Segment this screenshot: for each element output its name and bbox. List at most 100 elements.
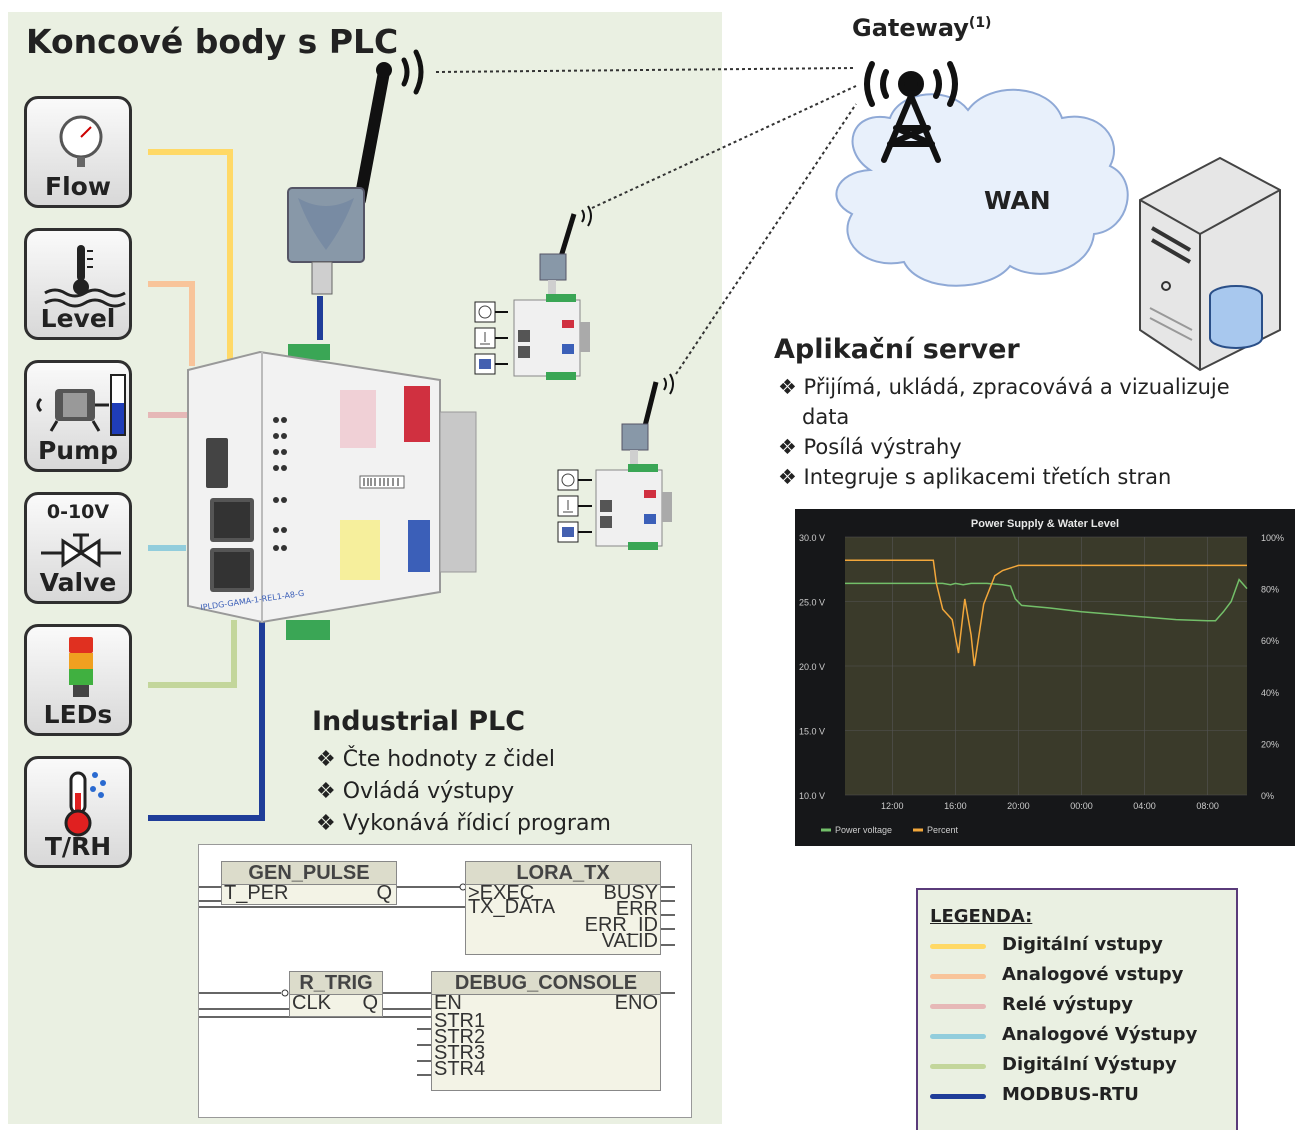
sensor-label-flow: Flow <box>45 172 111 201</box>
pump-icon <box>36 374 126 436</box>
server-bullet-1-cont: data <box>802 405 850 429</box>
chart-y-tick-right: 20% <box>1261 739 1279 749</box>
fb-debug-console-in2: STR1 <box>434 1010 486 1032</box>
fbd-wires <box>199 883 675 1076</box>
gateway-label: Gateway(1) <box>852 14 991 42</box>
level-thermometer-icon <box>44 245 126 308</box>
chart-x-tick: 04:00 <box>1133 801 1156 811</box>
chart-legend-label: Percent <box>927 825 959 835</box>
fb-debug-console: DEBUG_CONSOLE EN STR1 STR2 STR3 STR4 ENO <box>431 971 661 1091</box>
server-bullet-2: ❖ Posílá výstrahy <box>778 435 962 459</box>
page-title: Koncové body s PLC <box>26 22 399 61</box>
legend-title: LEGENDA: <box>930 906 1033 927</box>
fb-lora-tx: LORA_TX >EXEC TX_DATA BUSY ERR ERR_ID VA… <box>465 861 661 955</box>
chart-series-line <box>845 578 1248 622</box>
fbd-program: GEN_PULSE T_PER Q LORA_TX >EXEC TX_DATA … <box>198 844 692 1118</box>
chart-title: Power Supply & Water Level <box>971 518 1119 530</box>
gateway-footnote: (1) <box>968 15 992 31</box>
legend-item: Digitální Výstupy <box>930 1052 1230 1082</box>
server-bullets: ❖ Přijímá, ukládá, zpracovává a vizualiz… <box>778 372 1298 492</box>
fb-lora-tx-out1: BUSY <box>603 882 658 904</box>
fb-lora-tx-out3: ERR_ID <box>584 914 658 936</box>
sensor-valve-signal: 0-10V <box>46 501 110 523</box>
industrial-plc-device <box>187 344 477 640</box>
main-antenna-icon <box>287 49 424 295</box>
legend-label: Analogové vstupy <box>1002 964 1184 985</box>
plc-bullet-2: ❖ Ovládá výstupy <box>316 779 515 804</box>
sensor-leds: LEDs <box>24 624 132 736</box>
legend: LEGENDA: Digitální vstupy Analogové vstu… <box>916 888 1238 1130</box>
legend-label: MODBUS-RTU <box>1002 1084 1139 1105</box>
fb-gen-pulse: GEN_PULSE T_PER Q <box>221 861 397 905</box>
fb-r-trig-out: Q <box>362 992 378 1014</box>
legend-swatch <box>930 1064 986 1069</box>
fb-lora-tx-out4: VALID <box>601 930 658 952</box>
radio-link-1 <box>435 67 855 73</box>
sensor-trh: T/RH <box>24 756 132 868</box>
remote-node-2-icon <box>557 373 674 550</box>
legend-item: Analogové Výstupy <box>930 1022 1230 1052</box>
leds-wire <box>148 620 237 688</box>
legend-label: Relé výstupy <box>1002 994 1133 1015</box>
legend-item: Relé výstupy <box>930 992 1230 1022</box>
chart-y-tick-right: 80% <box>1261 585 1279 595</box>
plc-heading: Industrial PLC <box>312 706 526 737</box>
chart-x-tick: 08:00 <box>1196 801 1219 811</box>
chart-x-tick: 12:00 <box>881 801 904 811</box>
gateway-tower-icon <box>864 61 958 163</box>
legend-item: Digitální vstupy <box>930 932 1230 962</box>
fb-r-trig: R_TRIG CLK Q <box>289 971 383 1017</box>
fb-lora-tx-in1: >EXEC <box>468 882 535 904</box>
plc-bullet-1: ❖ Čte hodnoty z čidel <box>316 747 556 772</box>
legend-swatch <box>930 974 986 979</box>
sensor-level: Level <box>24 228 132 340</box>
remote-node-1-icon <box>474 205 592 380</box>
sensor-flow: Flow <box>24 96 132 208</box>
radio-link-2 <box>591 85 857 209</box>
sensor-label-level: Level <box>40 304 116 333</box>
chart-y-tick-left: 25.0 V <box>799 598 825 608</box>
flow-wire <box>148 149 233 372</box>
fb-r-trig-in: CLK <box>292 992 331 1014</box>
sensor-label-valve: Valve <box>39 568 117 597</box>
fb-debug-console-in3: STR2 <box>434 1026 486 1048</box>
valve-icon <box>41 533 121 568</box>
signal-tower-icon <box>69 637 93 697</box>
pressure-gauge-icon <box>59 115 103 167</box>
chart-y-tick-right: 0% <box>1261 791 1274 801</box>
chart-y-tick-left: 10.0 V <box>799 791 825 801</box>
fb-debug-console-out: ENO <box>614 992 658 1014</box>
sensor-label-pump: Pump <box>37 436 119 465</box>
sensor-pump: Pump <box>24 360 132 472</box>
chart-legend-label: Power voltage <box>835 825 892 835</box>
chart-x-tick: 20:00 <box>1007 801 1030 811</box>
fb-gen-pulse-title: GEN_PULSE <box>222 862 396 885</box>
fb-gen-pulse-in: T_PER <box>224 882 289 904</box>
legend-label: Digitální Výstupy <box>1002 1054 1177 1075</box>
legend-label: Digitální vstupy <box>1002 934 1163 955</box>
fb-debug-console-in5: STR4 <box>434 1058 486 1080</box>
modbus-wire <box>148 622 265 821</box>
fb-lora-tx-title: LORA_TX <box>466 862 660 885</box>
legend-swatch <box>930 944 986 949</box>
radio-link-3 <box>675 103 857 375</box>
chart-x-tick: 16:00 <box>944 801 967 811</box>
fb-debug-console-in4: STR3 <box>434 1042 486 1064</box>
chart-y-tick-left: 15.0 V <box>799 727 825 737</box>
fb-lora-tx-out2: ERR <box>615 898 658 920</box>
wan-cloud-icon <box>835 88 1129 287</box>
chart-y-tick-right: 100% <box>1261 533 1284 543</box>
chart-y-tick-right: 60% <box>1261 636 1279 646</box>
fb-r-trig-title: R_TRIG <box>290 972 382 995</box>
fb-debug-console-title: DEBUG_CONSOLE <box>432 972 660 995</box>
chart-y-tick-left: 20.0 V <box>799 662 825 672</box>
gateway-label-text: Gateway <box>852 14 969 42</box>
legend-item: MODBUS-RTU <box>930 1082 1230 1112</box>
legend-swatch <box>930 1094 986 1099</box>
legend-swatch <box>930 1004 986 1009</box>
chart-y-tick-right: 40% <box>1261 688 1279 698</box>
legend-label: Analogové Výstupy <box>1002 1024 1198 1045</box>
plc-bullet-3: ❖ Vykonává řídicí program <box>316 811 611 836</box>
server-bullet-1: ❖ Přijímá, ukládá, zpracovává a vizualiz… <box>778 375 1230 399</box>
